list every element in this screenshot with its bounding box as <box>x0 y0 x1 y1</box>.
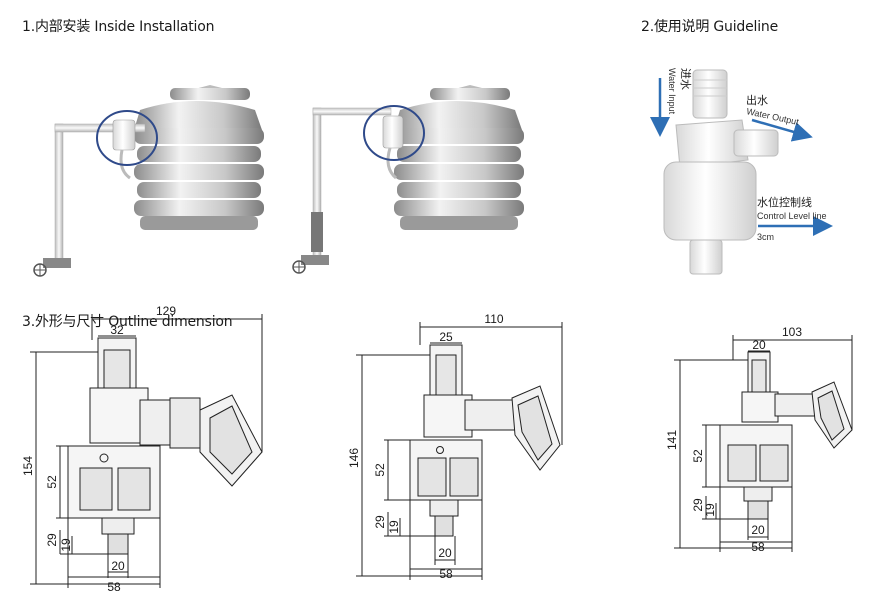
control-level-distance: 3cm <box>757 232 774 242</box>
dim-small-outlet: 20 <box>751 523 765 537</box>
guideline-diagram: 进水 Water Input 出水 Water Output 水位控制线 Con… <box>650 68 833 275</box>
water-output-en-label: Water Output <box>746 106 801 127</box>
water-output-arrow <box>751 118 813 142</box>
water-tank <box>134 85 264 230</box>
dim-medium-height: 146 <box>347 448 361 468</box>
section-title-guideline: 2.使用说明 Guideline <box>641 19 778 35</box>
dim-large-height: 154 <box>21 456 35 476</box>
dim-medium-base: 58 <box>439 567 453 581</box>
dim-small-body: 52 <box>691 449 705 463</box>
installation-diagram-2 <box>292 85 524 274</box>
installation-diagram-1 <box>33 85 264 277</box>
highlight-circle <box>363 105 425 161</box>
dim-medium-length: 110 <box>484 312 503 326</box>
section-title-outline: 3.外形与尺寸 Outline dimension <box>22 314 233 330</box>
dim-medium-h19: 19 <box>387 520 401 534</box>
water-output-cn-label: 出水 <box>746 93 768 107</box>
outline-drawing-medium <box>356 322 563 580</box>
supply-pipe <box>292 107 392 274</box>
dim-medium-h29: 29 <box>373 515 387 529</box>
float-valve <box>382 115 404 180</box>
dim-large-h29: 29 <box>45 533 59 547</box>
dim-small-length: 103 <box>782 325 802 339</box>
dim-medium-body: 52 <box>373 463 387 477</box>
dim-medium-outlet: 20 <box>438 546 452 560</box>
dim-small-base: 58 <box>751 540 765 554</box>
dim-large-length: 129 <box>156 304 176 318</box>
section-title-installation: 1.内部安装 Inside Installation <box>22 19 215 35</box>
highlight-circle <box>96 110 158 166</box>
water-input-cn-label: 进水 <box>679 68 692 90</box>
outline-drawing-small <box>674 335 853 552</box>
dim-medium-inlet: 25 <box>439 330 453 344</box>
water-input-en-label: Water Input <box>667 68 677 115</box>
dim-large-body: 52 <box>45 475 59 489</box>
dim-large-h19: 19 <box>59 538 73 552</box>
control-level-cn-label: 水位控制线 <box>757 195 812 209</box>
dim-large-base: 58 <box>107 580 121 594</box>
dim-small-inlet: 20 <box>752 338 766 352</box>
control-level-en-label: Control Level line <box>757 211 827 221</box>
float-valve <box>112 119 136 180</box>
dim-large-outlet: 20 <box>111 559 125 573</box>
dim-large-inlet: 32 <box>110 323 124 337</box>
valve-product-photo <box>663 69 779 275</box>
dim-small-h29: 29 <box>691 498 705 512</box>
outline-drawing-large <box>30 314 263 588</box>
water-tank <box>394 85 524 230</box>
dim-small-height: 141 <box>665 430 679 450</box>
dim-small-h19: 19 <box>703 503 717 517</box>
